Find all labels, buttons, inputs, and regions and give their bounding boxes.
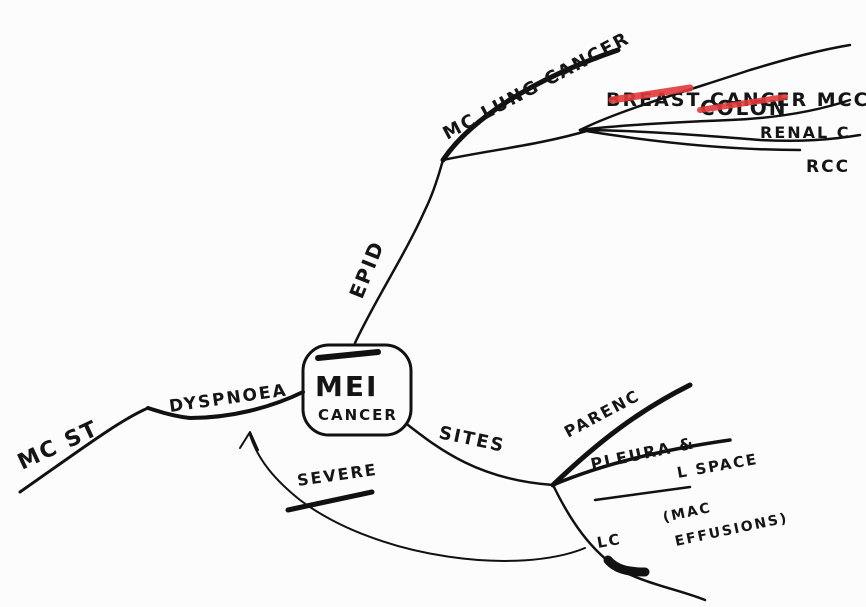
mac-label: (MAC: [662, 500, 714, 526]
breast-line: [578, 43, 852, 132]
space-label: L SPACE: [676, 450, 760, 482]
central-node: MEI CANCER: [301, 343, 413, 437]
dyspnoea-label: DYSPNOEA: [168, 381, 289, 417]
branch-epid-line: [353, 158, 445, 345]
pleura-underline: [593, 485, 692, 502]
renal-label: RENAL C: [760, 123, 851, 142]
branch-sites-line: [406, 423, 555, 487]
parenc-label: PARENC: [561, 386, 643, 442]
dyspnoea-line: [146, 390, 305, 420]
mc-lung-line: [440, 47, 621, 163]
parenc-line: [550, 382, 693, 488]
central-node-subtitle: CANCER: [318, 406, 398, 424]
central-node-border: [301, 343, 413, 437]
severe-label: SEVERE: [296, 460, 379, 490]
pleura-line: [551, 438, 732, 487]
branch-epid: EPID MC LUNG CANCER BREAST CANCER MCC CO…: [344, 28, 866, 345]
rcc-label: RCC: [806, 157, 850, 177]
lc-label: LC: [596, 530, 623, 552]
arrow-head-icon: [239, 431, 259, 451]
breast-highlight: [608, 84, 694, 104]
central-node-title: MEI: [315, 370, 378, 403]
lc-to-dyspnoea-arrow: [249, 434, 586, 562]
mc-st-line: [18, 406, 150, 494]
renal-line: [578, 128, 862, 143]
colon-line: [578, 98, 852, 132]
lc-coil: [603, 555, 650, 577]
central-node-underline: [315, 349, 381, 361]
colon-highlight: [697, 94, 788, 113]
epid-secondary-line: [441, 128, 592, 162]
severe-underline: [285, 489, 375, 513]
rcc-line: [578, 128, 802, 152]
breast-label: BREAST CANCER MCC: [606, 89, 866, 111]
